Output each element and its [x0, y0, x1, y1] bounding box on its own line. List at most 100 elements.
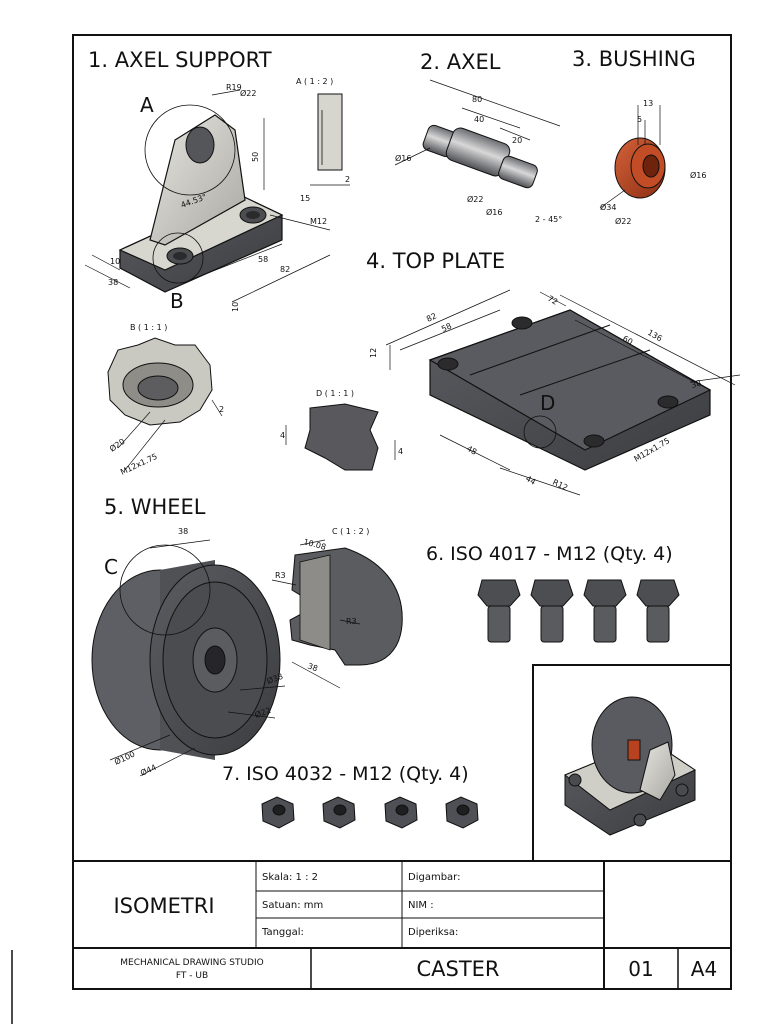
paper-size: A4: [691, 957, 717, 981]
dim-plate-136: 136: [646, 328, 664, 343]
callout-a: A: [140, 93, 154, 117]
title-block: [73, 860, 731, 989]
dim-detail-c-1008: 10.08: [302, 537, 326, 552]
dim-support-d22: Ø22: [240, 88, 256, 98]
detail-circle-d: [523, 415, 557, 449]
part-name: CASTER: [416, 957, 499, 981]
detail-b-dimension-lines: [117, 399, 223, 471]
dim-bushing-d22: Ø22: [615, 216, 631, 226]
detail-circle-a: [144, 104, 236, 196]
title-top-plate: 4. TOP PLATE: [366, 249, 505, 273]
dim-plate-44: 44: [524, 474, 537, 487]
dim-detail-b-d20: Ø20: [107, 436, 126, 454]
nut-1: [261, 796, 295, 829]
title-nut: 7. ISO 4032 - M12 (Qty. 4): [222, 763, 469, 785]
top-plate-part: [428, 309, 712, 471]
bolt-3: [583, 579, 627, 643]
studio-line-1: MECHANICAL DRAWING STUDIO: [120, 958, 263, 968]
dim-axel-d22: Ø22: [467, 194, 483, 204]
callout-c: C: [104, 555, 118, 579]
bushing-part: [614, 137, 666, 199]
detail-circle-b: [152, 232, 204, 284]
units-field: Satuan: mm: [262, 900, 323, 911]
wheel-dimension-lines: [109, 539, 286, 777]
title-bolt: 6. ISO 4017 - M12 (Qty. 4): [426, 543, 673, 565]
dim-support-15: 15: [300, 194, 310, 203]
bolt-1: [477, 579, 521, 643]
dim-axel-80: 80: [472, 95, 482, 104]
studio-line-2: FT - UB: [176, 971, 208, 981]
dim-plate-58: 58: [440, 321, 453, 333]
dim-support-m12: M12: [310, 217, 327, 226]
dim-axel-d16a: Ø16: [395, 153, 411, 163]
axel-part: [422, 124, 538, 189]
dim-bushing-d34: Ø34: [600, 202, 616, 212]
detail-d-title: D ( 1 : 1 ): [316, 389, 354, 398]
dim-wheel-38: 38: [178, 527, 188, 536]
dim-detail-c-r3b: R3: [346, 617, 357, 626]
title-bushing: 3. BUSHING: [572, 47, 696, 71]
dim-plate-60: 60: [621, 334, 634, 347]
dim-axel-40: 40: [474, 115, 484, 124]
title-axel-support: 1. AXEL SUPPORT: [88, 48, 272, 72]
dim-axel-20: 20: [512, 136, 522, 145]
dim-detail-c-38: 38: [306, 661, 319, 673]
dim-wheel-d100: Ø100: [113, 749, 137, 767]
dim-support-10a: 10: [110, 257, 120, 266]
nut-3: [384, 796, 418, 829]
top-plate-dimension-lines: [385, 289, 741, 496]
detail-circle-c: [119, 544, 211, 636]
callout-b: B: [170, 289, 184, 313]
axel-support-part: [118, 114, 284, 293]
dim-plate-82: 82: [425, 311, 438, 323]
bolt-2: [530, 579, 574, 643]
dim-wheel-d44: Ø44: [139, 762, 158, 778]
title-axel: 2. AXEL: [420, 50, 501, 74]
title-wheel: 5. WHEEL: [104, 495, 206, 519]
dim-support-50: 50: [251, 152, 260, 162]
dim-plate-48: 48: [465, 444, 478, 457]
sheet-number: 01: [628, 957, 653, 981]
detail-d-dimension-lines: [285, 425, 396, 460]
scale-field: Skala: 1 : 2: [262, 872, 318, 883]
detail-d-section: [304, 403, 379, 471]
dim-support-10b: 10: [231, 302, 240, 312]
dim-bushing-5: 5: [637, 115, 642, 124]
axel-support-dimension-lines: [84, 89, 331, 303]
dim-support-82: 82: [280, 265, 290, 274]
dim-detail-d-4a: 4: [280, 431, 285, 440]
dim-bushing-13: 13: [643, 99, 653, 108]
detail-b-section: [107, 337, 213, 426]
detail-a-title: A ( 1 : 2 ): [296, 77, 333, 86]
detail-b-title: B ( 1 : 1 ): [130, 323, 167, 332]
drawn-by-field: Digambar:: [408, 872, 460, 883]
dim-support-r19: R19: [226, 83, 242, 92]
dim-detail-b-m12: M12x1.75: [119, 452, 159, 477]
wheel-part: [91, 560, 281, 760]
nim-field: NIM :: [408, 900, 434, 911]
dim-detail-b-2: 2: [219, 405, 224, 414]
detail-c-title: C ( 1 : 2 ): [332, 527, 369, 536]
nut-2: [322, 796, 356, 829]
bolt-4: [636, 579, 680, 643]
bushing-dimension-lines: [599, 105, 661, 209]
axel-dimension-lines: [394, 79, 561, 166]
dim-axel-d16b: Ø16: [486, 207, 502, 217]
checked-by-field: Diperiksa:: [408, 927, 458, 938]
dim-detail-c-r3a: R3: [275, 571, 286, 580]
dim-plate-72: 72: [546, 294, 559, 307]
sheet-border: [72, 34, 732, 990]
view-name: ISOMETRI: [113, 894, 214, 918]
dim-plate-12: 12: [369, 348, 378, 358]
detail-c-dimension-lines: [271, 539, 361, 689]
callout-d: D: [540, 391, 555, 415]
dim-support-38: 38: [108, 278, 118, 287]
dim-detail-d-4b: 4: [398, 447, 403, 456]
dim-plate-38: 38: [690, 379, 702, 390]
nut-4: [445, 796, 479, 829]
dim-detail-a-2: 2: [345, 175, 350, 184]
assembly-view: [564, 696, 697, 836]
dim-support-58: 58: [258, 255, 268, 264]
dim-bushing-d16: Ø16: [690, 170, 706, 180]
